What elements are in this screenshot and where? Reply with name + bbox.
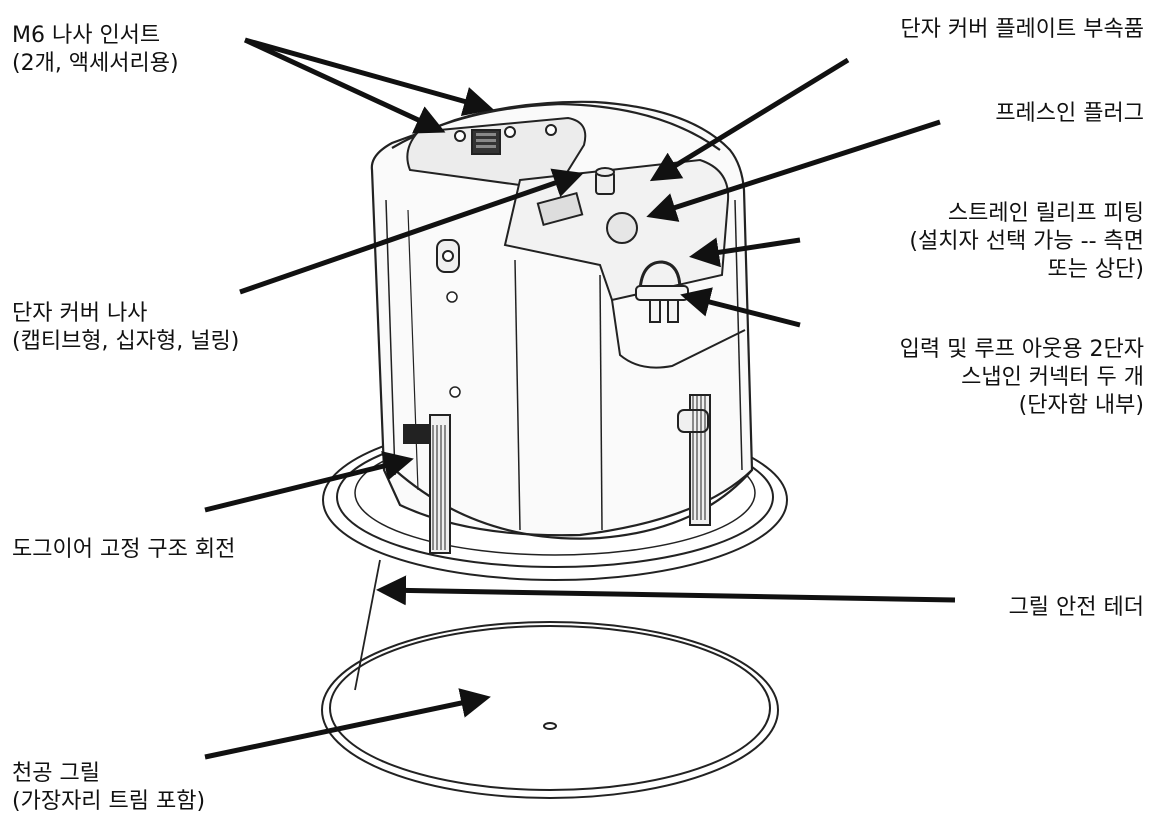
- label-snap-connectors: 입력 및 루프 아웃용 2단자 스냅인 커넥터 두 개 (단자함 내부): [899, 337, 1144, 418]
- label-terminal-cover-screw: 단자 커버 나사 (캡티브형, 십자형, 널링): [12, 301, 240, 354]
- arrow-m6-insert-a: [244, 37, 494, 116]
- mounting-holes: [446, 291, 461, 398]
- label-dog-ear: 도그이어 고정 구조 회전: [12, 537, 236, 562]
- arrow-terminal-cover-screw: [239, 168, 584, 295]
- arrow-snap-connectors: [680, 287, 801, 328]
- strain-relief-fitting: [635, 260, 689, 323]
- arrow-dog-ear: [204, 451, 414, 513]
- arrow-ceiling-grille: [204, 688, 491, 760]
- label-terminal-cover-plate: 단자 커버 플레이트 부속품: [900, 17, 1144, 42]
- arrow-press-in-plug: [646, 119, 941, 222]
- terminal-box: [611, 299, 746, 369]
- accessory-plate: [406, 116, 587, 192]
- ceiling-grille: [321, 621, 779, 799]
- arrow-terminal-cover-plate: [649, 57, 850, 182]
- callout-arrows: [204, 37, 956, 760]
- dog-ear-clamp-left: [403, 239, 460, 554]
- label-strain-relief: 스트레인 릴리프 피팅 (설치자 선택 가능 -- 측면 또는 상단): [909, 201, 1144, 282]
- arrow-m6-insert-b: [243, 37, 446, 134]
- label-grille-tether: 그릴 안전 테더: [1008, 595, 1144, 620]
- label-ceiling-grille: 천공 그릴 (가장자리 트림 포함): [12, 761, 206, 814]
- terminal-cover-screw: [595, 167, 615, 195]
- dog-ear-clamp-right: [677, 394, 711, 526]
- label-m6-insert: M6 나사 인서트 (2개, 액세서리용): [12, 23, 179, 76]
- arrow-grille-tether: [376, 575, 956, 606]
- arrow-strain-relief: [689, 237, 801, 268]
- label-press-in-plug: 프레스인 플러그: [995, 101, 1144, 126]
- grille-tether-line: [354, 559, 381, 691]
